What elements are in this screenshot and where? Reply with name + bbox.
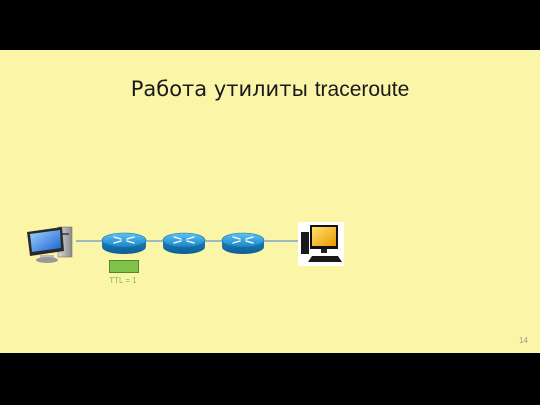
title-prefix: Работа утилиты bbox=[130, 77, 315, 101]
network-diagram bbox=[27, 222, 344, 266]
page-number: 14 bbox=[519, 336, 528, 345]
ttl-packet bbox=[109, 260, 139, 273]
destination-computer-icon bbox=[298, 222, 344, 266]
router-icon bbox=[221, 232, 265, 254]
router-icon bbox=[162, 232, 206, 254]
slide-title: Работа утилиты traceroute bbox=[0, 77, 540, 102]
title-command: traceroute bbox=[314, 78, 410, 101]
ttl-label: TTL = 1 bbox=[109, 276, 137, 285]
source-computer-icon bbox=[27, 226, 73, 263]
router-icon bbox=[101, 232, 147, 254]
slide: Работа утилиты traceroute bbox=[0, 50, 540, 353]
